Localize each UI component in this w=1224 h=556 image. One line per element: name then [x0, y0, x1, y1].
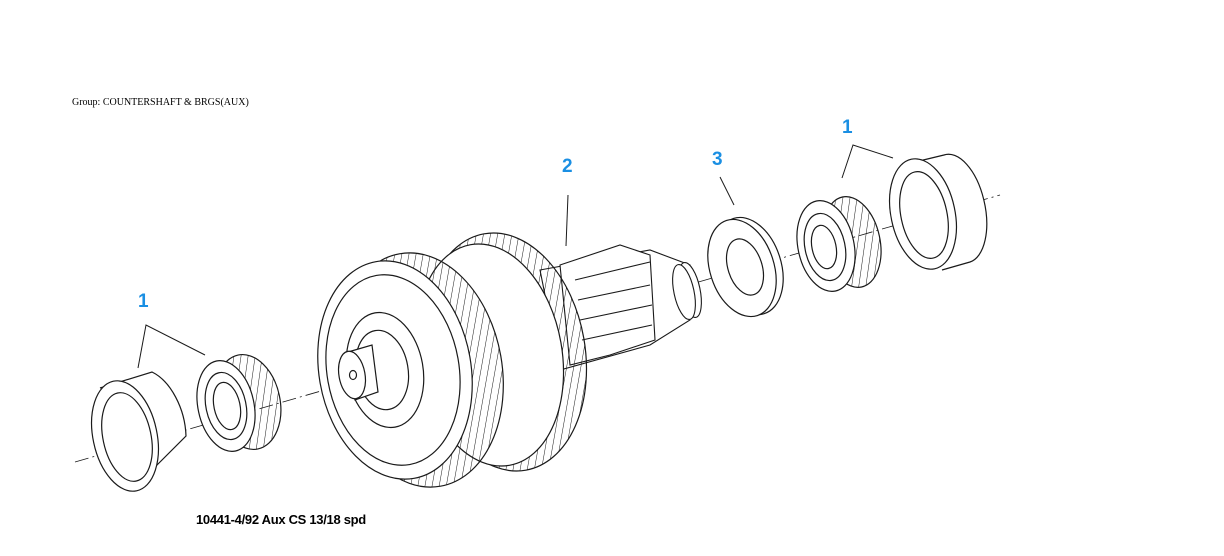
- figure-caption: 10441-4/92 Aux CS 13/18 spd: [196, 512, 366, 527]
- front-gear: [317, 252, 504, 488]
- right-bearing-cup: [889, 153, 988, 271]
- spacer-washer: [707, 216, 784, 318]
- group-label: Group: COUNTERSHAFT & BRGS(AUX): [72, 97, 249, 108]
- leader-line-2: [565, 194, 569, 247]
- leader-line-right-1: [841, 144, 894, 179]
- left-bearing-cone: [196, 353, 282, 452]
- leader-line-left-1: [137, 324, 206, 369]
- callout-1-left: 1: [138, 291, 149, 312]
- left-bearing-cup: [91, 371, 187, 492]
- leader-line-3: [719, 176, 735, 206]
- callout-2: 2: [562, 156, 573, 177]
- callout-3: 3: [712, 149, 723, 170]
- leader-lines: [137, 144, 894, 369]
- right-bearing-cone: [796, 196, 882, 292]
- callout-1-right: 1: [842, 117, 853, 138]
- front-shaft-stub: [337, 344, 379, 401]
